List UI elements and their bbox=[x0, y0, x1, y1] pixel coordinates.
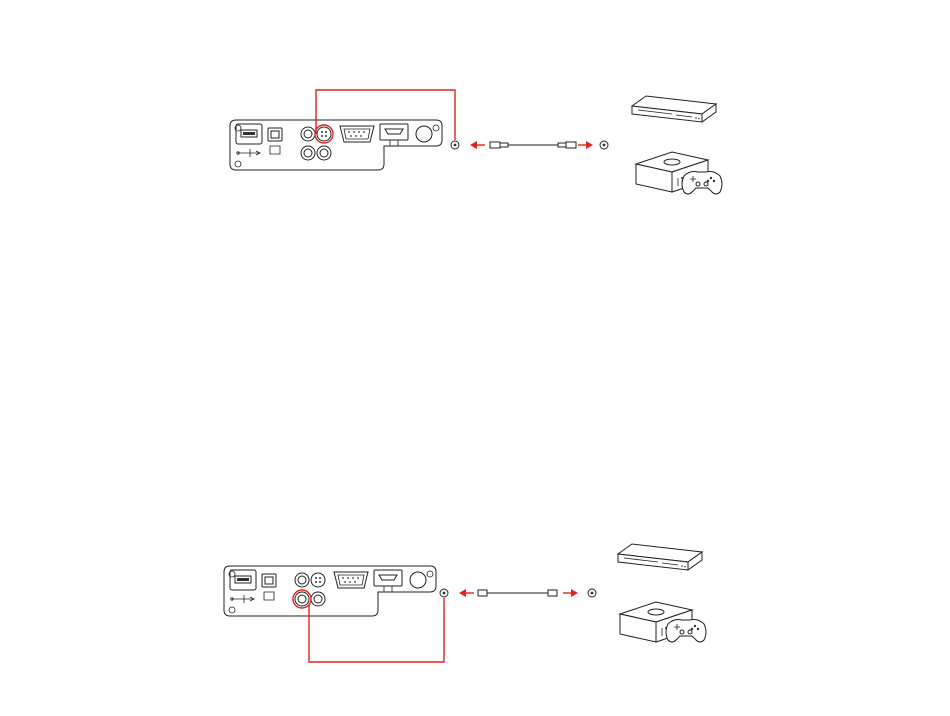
game-controller-icon bbox=[682, 172, 722, 195]
svideo-port-highlight bbox=[315, 125, 333, 143]
device-svideo-jack-icon bbox=[600, 141, 608, 149]
svideo-diagram bbox=[230, 90, 722, 194]
left-arrow-icon bbox=[459, 589, 474, 597]
right-arrow-icon bbox=[563, 589, 578, 597]
projector-port-panel-top bbox=[230, 120, 442, 170]
projector-video-jack-icon bbox=[440, 589, 448, 597]
projector-port-panel-bottom bbox=[224, 566, 436, 616]
composite-diagram bbox=[224, 544, 706, 662]
dvd-player-icon bbox=[632, 96, 716, 122]
right-arrow-icon bbox=[578, 141, 593, 149]
game-controller-icon bbox=[666, 620, 706, 643]
svideo-cable-icon bbox=[490, 142, 576, 148]
device-video-jack-icon bbox=[588, 589, 596, 597]
svideo-leader-line bbox=[316, 90, 455, 140]
left-arrow-icon bbox=[470, 141, 485, 149]
rca-cable-icon bbox=[478, 590, 557, 596]
composite-leader-line bbox=[309, 598, 444, 662]
projector-svideo-jack-icon bbox=[451, 141, 459, 149]
dvd-player-icon bbox=[618, 544, 702, 570]
